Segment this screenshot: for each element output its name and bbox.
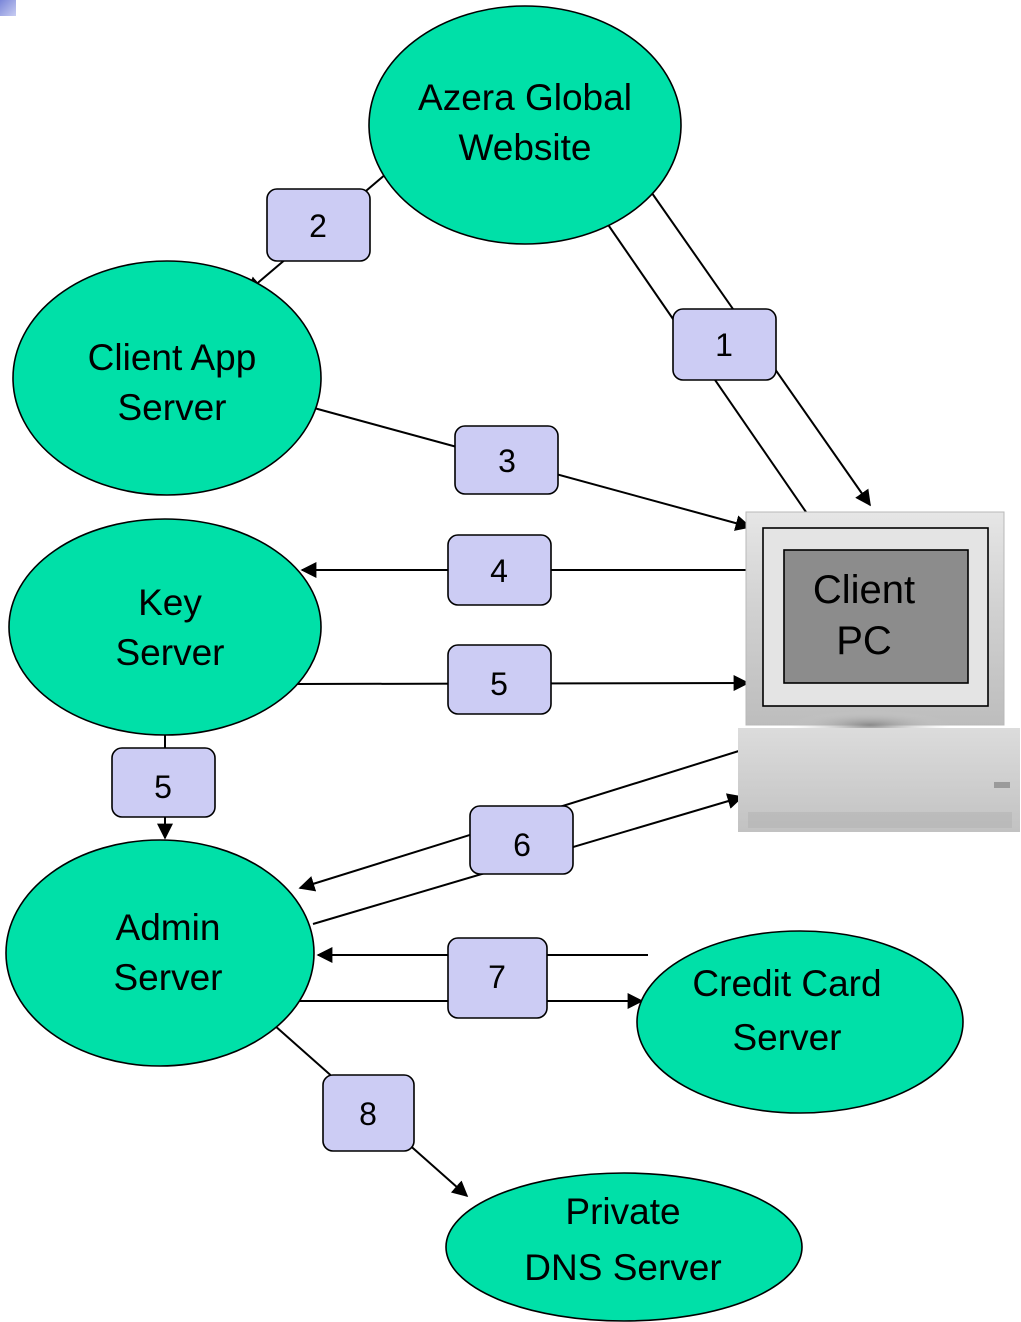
pc-base-shading bbox=[748, 812, 1012, 828]
node-app-label-line1: Client App bbox=[88, 337, 257, 378]
step-badge-4: 4 bbox=[447, 534, 552, 606]
step-badge-7: 7 bbox=[447, 937, 548, 1019]
node-key-server: Key Server bbox=[8, 518, 322, 736]
node-azera-label-line1: Azera Global bbox=[418, 77, 632, 118]
node-client-app-server: Client App Server bbox=[12, 260, 322, 496]
node-key-label-line1: Key bbox=[138, 582, 202, 623]
node-dns-label-line1: Private bbox=[565, 1191, 680, 1232]
step-badge-3: 3 bbox=[454, 425, 559, 495]
step-badge-5-key-to-admin: 5 bbox=[111, 747, 216, 818]
step-badge-4-label: 4 bbox=[490, 553, 508, 589]
step-badge-8-label: 8 bbox=[359, 1096, 377, 1132]
step-badge-5-key-to-pc: 5 bbox=[447, 644, 552, 715]
client-pc-label-line1: Client bbox=[813, 568, 915, 612]
client-pc-label-line2: PC bbox=[836, 619, 892, 663]
step-badge-6-label: 6 bbox=[513, 827, 531, 863]
node-admin-server: Admin Server bbox=[5, 839, 315, 1067]
node-admin-label-line1: Admin bbox=[116, 907, 221, 948]
step-badge-2: 2 bbox=[266, 188, 371, 262]
node-app-label-line2: Server bbox=[118, 387, 227, 428]
node-card-label-line2: Server bbox=[733, 1017, 842, 1058]
pc-drive-slot bbox=[994, 782, 1010, 788]
step-badge-1-label: 1 bbox=[715, 327, 733, 363]
monitor-screen bbox=[783, 549, 969, 684]
step-badge-2-label: 2 bbox=[309, 208, 327, 244]
node-azera-label-line2: Website bbox=[459, 127, 592, 168]
step-badge-6: 6 bbox=[469, 805, 574, 875]
node-admin-label-line2: Server bbox=[114, 957, 223, 998]
step-badge-1: 1 bbox=[672, 308, 777, 381]
client-pc: Client PC bbox=[738, 511, 1020, 832]
step-badge-5a-label: 5 bbox=[490, 666, 508, 702]
node-key-label-line2: Server bbox=[116, 632, 225, 673]
step-badge-7-label: 7 bbox=[488, 959, 506, 995]
node-card-label-line1: Credit Card bbox=[692, 963, 881, 1004]
node-azera-website: Azera Global Website bbox=[368, 5, 682, 245]
node-dns-label-line2: DNS Server bbox=[524, 1247, 721, 1288]
node-private-dns-server: Private DNS Server bbox=[445, 1172, 803, 1322]
step-badge-5b-label: 5 bbox=[154, 769, 172, 805]
step-badge-3-label: 3 bbox=[498, 443, 516, 479]
slide-corner-decoration bbox=[0, 0, 16, 16]
node-credit-card-server: Credit Card Server bbox=[636, 930, 964, 1114]
step-badge-8: 8 bbox=[322, 1074, 415, 1152]
step-badges: 1 2 3 4 5 5 6 7 bbox=[111, 188, 777, 1152]
